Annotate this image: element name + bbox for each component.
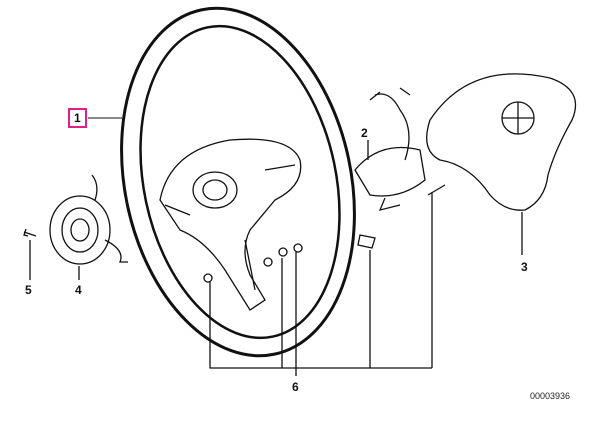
callout-4[interactable]: 4	[75, 283, 82, 297]
cover-2	[354, 87, 426, 211]
callout-6[interactable]: 6	[292, 380, 299, 394]
steering-wheel-hub	[159, 138, 302, 311]
callout-3[interactable]: 3	[521, 260, 528, 274]
clock-spring	[49, 174, 128, 265]
screw-5	[23, 228, 37, 280]
callout-5[interactable]: 5	[25, 283, 32, 297]
drawing-code: 00003936	[530, 391, 571, 401]
callout-1[interactable]: 1	[68, 108, 87, 128]
airbag-3	[426, 73, 577, 211]
steering-wheel-rim	[120, 6, 356, 358]
callout-2[interactable]: 2	[361, 126, 368, 140]
screws-6	[203, 184, 446, 376]
